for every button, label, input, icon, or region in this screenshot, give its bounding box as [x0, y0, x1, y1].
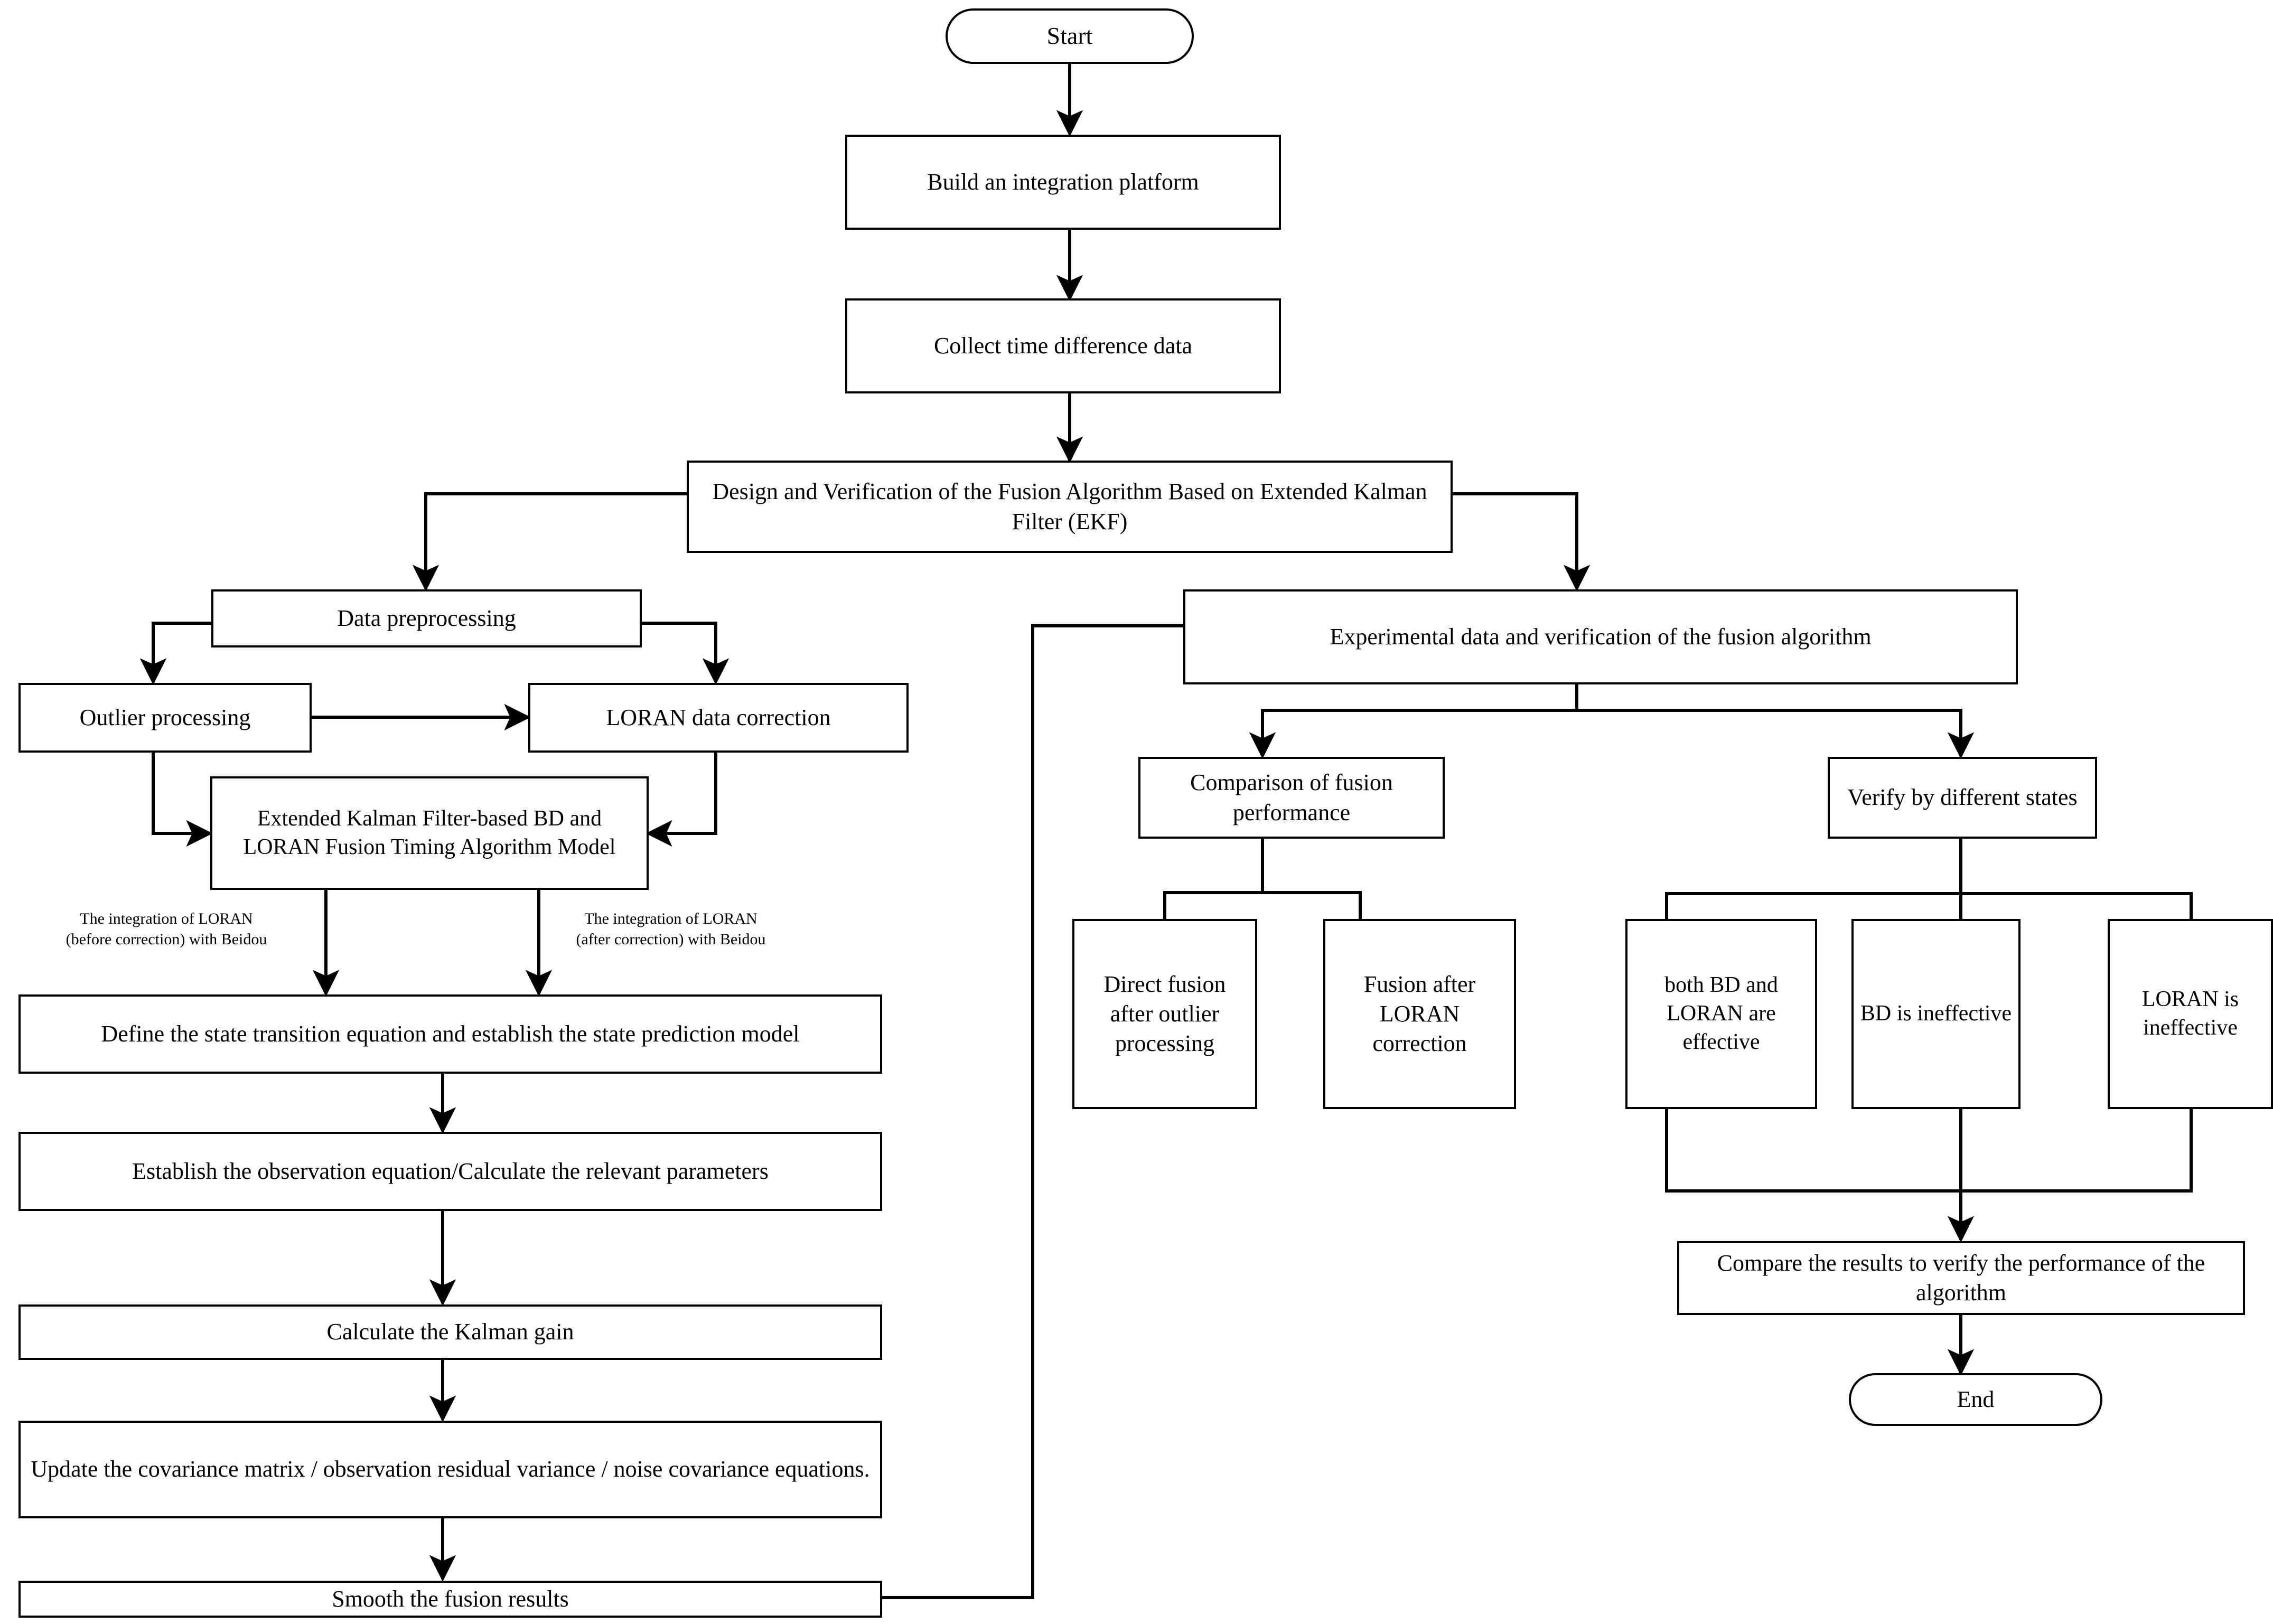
- node-start-label: Start: [1046, 22, 1093, 50]
- edge-label-before-correction: The integration of LORAN (before correct…: [63, 908, 269, 950]
- node-ekf-model[interactable]: Extended Kalman Filter-based BD and LORA…: [210, 776, 649, 890]
- node-ekf-model-label: Extended Kalman Filter-based BD and LORA…: [243, 806, 616, 859]
- node-kalman-gain[interactable]: Calculate the Kalman gain: [18, 1304, 882, 1360]
- node-loran-ineffective[interactable]: LORAN is ineffective: [2108, 919, 2273, 1109]
- node-experimental-data[interactable]: Experimental data and verification of th…: [1183, 589, 2018, 684]
- node-bd-ineffective[interactable]: BD is ineffective: [1851, 919, 2021, 1109]
- node-data-preprocessing[interactable]: Data preprocessing: [211, 589, 642, 647]
- node-update-covariance[interactable]: Update the covariance matrix / observati…: [18, 1421, 882, 1518]
- node-design-verification-label: Design and Verification of the Fusion Al…: [712, 478, 1427, 534]
- node-design-verification[interactable]: Design and Verification of the Fusion Al…: [687, 461, 1453, 553]
- node-kalman-gain-label: Calculate the Kalman gain: [326, 1319, 574, 1345]
- node-fusion-after-loran[interactable]: Fusion after LORAN correction: [1323, 919, 1516, 1109]
- node-state-transition-label: Define the state transition equation and…: [101, 1020, 800, 1047]
- node-data-preprocessing-label: Data preprocessing: [337, 605, 516, 631]
- edge-label-after-correction-text: The integration of LORAN (after correcti…: [576, 910, 766, 948]
- node-compare-results[interactable]: Compare the results to verify the perfor…: [1677, 1241, 2245, 1315]
- edge-label-before-correction-text: The integration of LORAN (before correct…: [66, 910, 267, 948]
- node-update-covariance-label: Update the covariance matrix / observati…: [31, 1456, 870, 1482]
- node-state-transition[interactable]: Define the state transition equation and…: [18, 994, 882, 1074]
- node-outlier-processing[interactable]: Outlier processing: [18, 683, 312, 753]
- node-experimental-data-label: Experimental data and verification of th…: [1330, 623, 1872, 650]
- node-verify-states-label: Verify by different states: [1847, 784, 2078, 811]
- node-comparison-fusion[interactable]: Comparison of fusion performance: [1138, 757, 1445, 839]
- node-start[interactable]: Start: [946, 8, 1194, 64]
- node-end-label: End: [1957, 1386, 1995, 1412]
- node-loran-correction[interactable]: LORAN data correction: [528, 683, 909, 753]
- node-end[interactable]: End: [1849, 1373, 2102, 1426]
- node-build-platform-label: Build an integration platform: [927, 168, 1199, 195]
- node-fusion-after-loran-label: Fusion after LORAN correction: [1363, 971, 1476, 1057]
- node-collect-data-label: Collect time difference data: [933, 332, 1193, 359]
- node-collect-data[interactable]: Collect time difference data: [845, 298, 1281, 393]
- edge-label-after-correction: The integration of LORAN (after correcti…: [568, 908, 774, 950]
- node-both-effective[interactable]: both BD and LORAN are effective: [1625, 919, 1817, 1109]
- node-direct-fusion[interactable]: Direct fusion after outlier processing: [1072, 919, 1257, 1109]
- node-smooth-results-label: Smooth the fusion results: [332, 1585, 569, 1612]
- node-loran-correction-label: LORAN data correction: [606, 704, 831, 730]
- node-verify-states[interactable]: Verify by different states: [1828, 757, 2097, 839]
- node-bd-ineffective-label: BD is ineffective: [1860, 1001, 2012, 1026]
- node-both-effective-label: both BD and LORAN are effective: [1664, 973, 1778, 1054]
- node-compare-results-label: Compare the results to verify the perfor…: [1717, 1250, 2205, 1306]
- node-observation-equation[interactable]: Establish the observation equation/Calcu…: [18, 1132, 882, 1211]
- node-smooth-results[interactable]: Smooth the fusion results: [18, 1581, 882, 1618]
- node-outlier-processing-label: Outlier processing: [79, 704, 251, 730]
- node-comparison-fusion-label: Comparison of fusion performance: [1190, 769, 1393, 825]
- node-direct-fusion-label: Direct fusion after outlier processing: [1103, 971, 1226, 1057]
- node-build-platform[interactable]: Build an integration platform: [845, 135, 1281, 230]
- node-loran-ineffective-label: LORAN is ineffective: [2141, 987, 2239, 1040]
- node-observation-equation-label: Establish the observation equation/Calcu…: [132, 1158, 769, 1184]
